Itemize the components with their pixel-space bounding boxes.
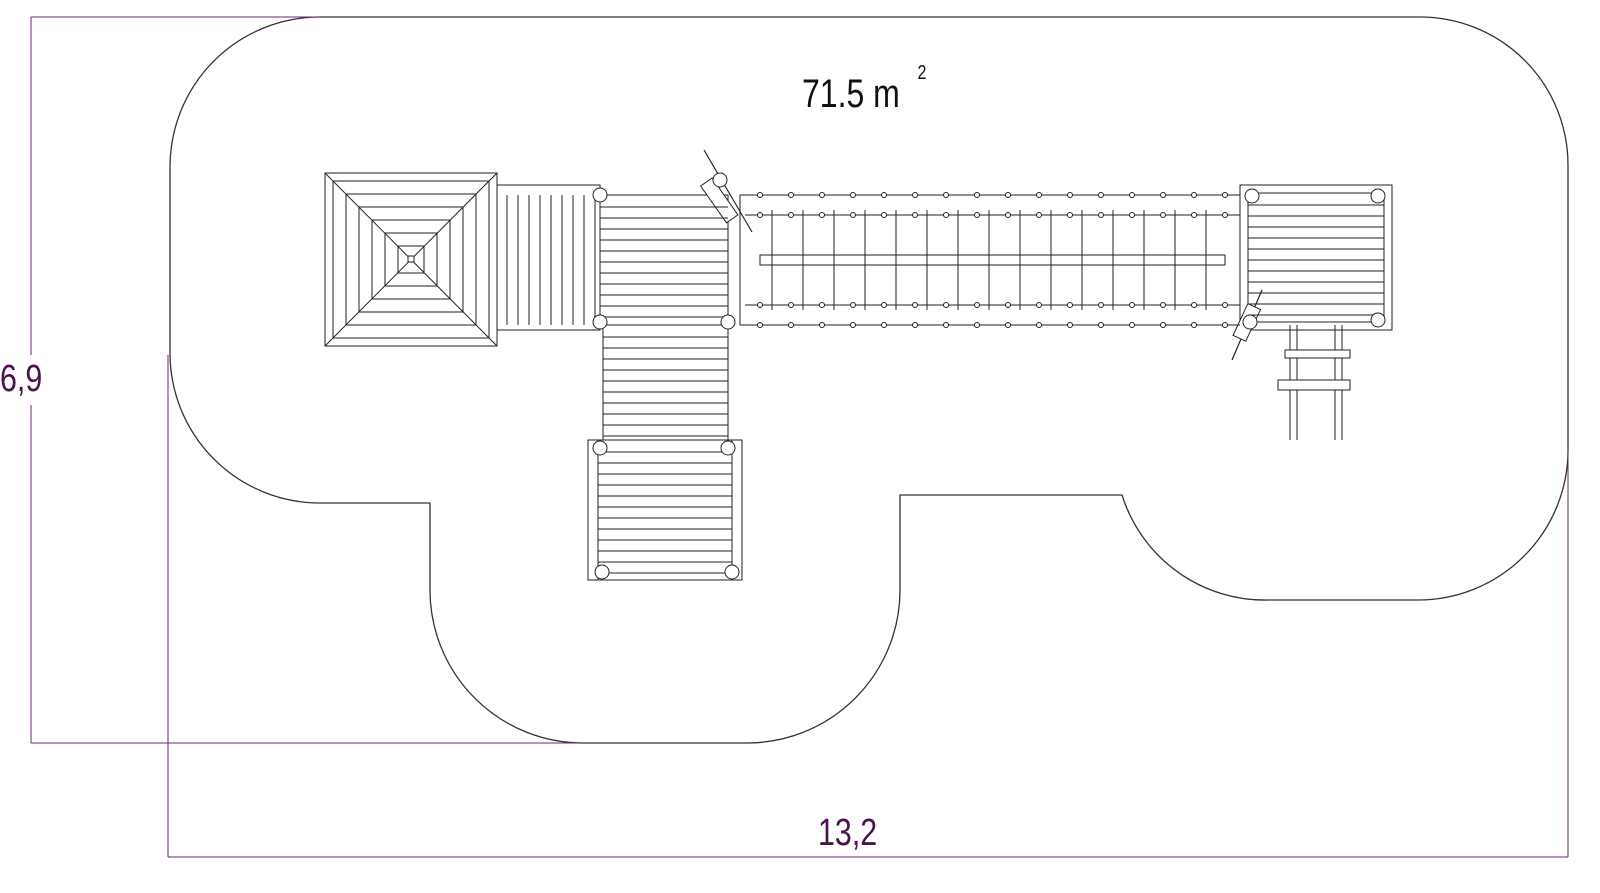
- post: [594, 564, 610, 580]
- safety-zone-outline: [169, 16, 1569, 744]
- post: [720, 440, 736, 456]
- post: [724, 564, 740, 580]
- post: [592, 314, 608, 330]
- area-label: 71.5 m 2: [802, 62, 926, 117]
- post: [720, 314, 736, 330]
- post: [712, 172, 728, 188]
- roof: [324, 172, 498, 347]
- post: [1242, 314, 1258, 330]
- dimension-lines: [30, 16, 1569, 858]
- post: [1244, 188, 1260, 204]
- height-dimension-label: 6,9: [0, 358, 43, 400]
- post: [592, 187, 608, 203]
- post: [1370, 312, 1386, 328]
- area-value: 71.5 m: [802, 72, 900, 116]
- area-exponent: 2: [917, 61, 927, 84]
- post: [1370, 188, 1386, 204]
- post: [592, 440, 608, 456]
- width-dimension-label: 13,2: [818, 812, 878, 854]
- play-structure: [324, 149, 1393, 581]
